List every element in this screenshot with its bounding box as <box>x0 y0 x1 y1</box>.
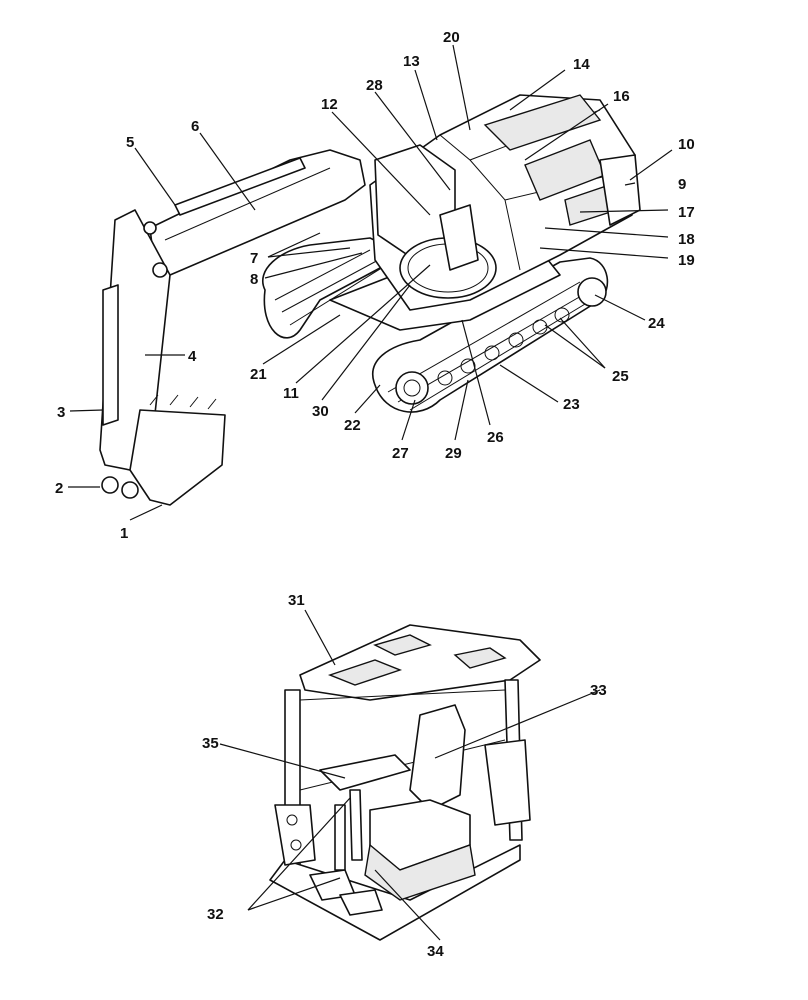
callout-3: 3 <box>57 404 65 421</box>
leader-lines <box>68 44 673 941</box>
callout-18: 18 <box>678 231 695 248</box>
callout-26: 26 <box>487 429 504 446</box>
callout-20: 20 <box>443 29 460 46</box>
callout-25: 25 <box>612 368 629 385</box>
callout-19: 19 <box>678 252 695 269</box>
callout-24: 24 <box>648 315 665 332</box>
callout-12: 12 <box>321 96 338 113</box>
callout-28: 28 <box>366 77 383 94</box>
callout-34: 34 <box>427 943 444 960</box>
callout-7: 7 <box>250 250 258 267</box>
callout-4: 4 <box>188 348 197 365</box>
callout-14: 14 <box>573 56 590 73</box>
callout-27: 27 <box>392 445 409 462</box>
callout-23: 23 <box>563 396 580 413</box>
excavator-illustration <box>99 94 641 506</box>
callout-21: 21 <box>250 366 267 383</box>
callout-33: 33 <box>590 682 607 699</box>
callout-5: 5 <box>126 134 134 151</box>
cab-illustration <box>269 624 541 941</box>
callout-32: 32 <box>207 906 224 923</box>
callout-6: 6 <box>191 118 199 135</box>
callout-11: 11 <box>283 385 299 402</box>
callout-30: 30 <box>312 403 329 420</box>
callout-16: 16 <box>613 88 630 105</box>
callout-22: 22 <box>344 417 361 434</box>
callout-1: 1 <box>120 525 128 542</box>
callout-35: 35 <box>202 735 219 752</box>
callout-9: 9 <box>678 176 686 193</box>
callout-8: 8 <box>250 271 258 288</box>
callout-29: 29 <box>445 445 462 462</box>
callout-10: 10 <box>678 136 695 153</box>
cab-callouts: 31 32 33 34 35 <box>202 592 607 960</box>
callout-2: 2 <box>55 480 63 497</box>
excavator-callouts: 1 2 3 4 5 6 7 8 9 10 11 12 13 14 16 17 1… <box>55 29 695 542</box>
callout-31: 31 <box>288 592 305 609</box>
callout-13: 13 <box>403 53 420 70</box>
callout-17: 17 <box>678 204 695 221</box>
